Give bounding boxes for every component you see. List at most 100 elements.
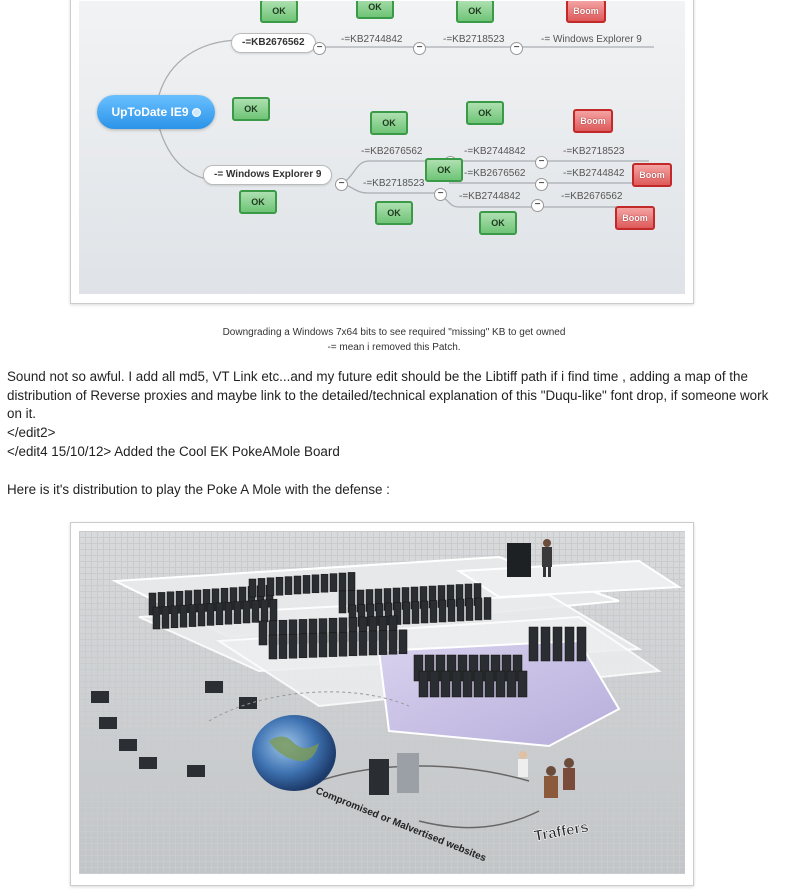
server-rack-icon bbox=[293, 575, 302, 595]
ok-badge: OK bbox=[456, 1, 494, 23]
server-rack-icon bbox=[402, 601, 411, 625]
server-rack-icon bbox=[378, 630, 388, 655]
traffers-people bbox=[518, 751, 575, 798]
server-rack-icon bbox=[483, 597, 492, 620]
ok-badge: OK bbox=[466, 101, 504, 125]
collapse-icon[interactable]: − bbox=[510, 42, 523, 55]
server-rack-icon bbox=[398, 629, 408, 655]
server-rack-icon bbox=[418, 670, 429, 698]
server-rack-icon bbox=[338, 590, 347, 614]
server-rack-icon bbox=[302, 575, 311, 594]
ok-badge: OK bbox=[232, 97, 270, 121]
server-rack-icon bbox=[308, 633, 318, 658]
server-rack-icon bbox=[258, 620, 268, 646]
mindmap-figure: OK OK OK Boom -=KB2676562 − -=KB2744842 … bbox=[70, 0, 694, 304]
node-kb: -=KB2744842 bbox=[459, 191, 521, 202]
server-rack-icon bbox=[257, 578, 266, 597]
node-kb: -=KB2744842 bbox=[563, 168, 625, 179]
server-rack-icon bbox=[435, 654, 446, 682]
computer-icon bbox=[99, 717, 117, 729]
server-rack-icon bbox=[512, 654, 523, 682]
server-rack-icon bbox=[266, 577, 275, 597]
pokeamole-board-figure: Compromised or Malvertised websites Traf… bbox=[70, 522, 694, 886]
collapse-icon[interactable]: − bbox=[535, 178, 548, 191]
server-rack-icon bbox=[338, 572, 347, 592]
node-kb: -=KB2676562 bbox=[561, 191, 623, 202]
node-kb: -=KB2676562 bbox=[361, 146, 423, 157]
server-rack-icon bbox=[202, 589, 211, 612]
node-windows-explorer-9-bottom[interactable]: -= Windows Explorer 9 bbox=[203, 165, 333, 185]
board-illustration: Compromised or Malvertised websites Traf… bbox=[79, 531, 685, 874]
server-rack-icon bbox=[368, 630, 378, 656]
compromised-server-icon bbox=[369, 759, 389, 795]
tower-server-icon bbox=[507, 543, 531, 577]
server-rack-icon bbox=[197, 603, 206, 627]
server-rack-icon bbox=[473, 670, 484, 698]
figure-caption-line1: Downgrading a Windows 7x64 bits to see r… bbox=[222, 327, 566, 338]
server-rack-icon bbox=[457, 654, 468, 682]
computer-icon bbox=[139, 757, 157, 769]
computer-icon bbox=[91, 691, 109, 703]
server-rack-icon bbox=[328, 632, 338, 657]
server-rack-icon bbox=[260, 599, 269, 623]
collapse-icon[interactable]: − bbox=[434, 188, 447, 201]
boom-badge: Boom bbox=[632, 163, 672, 187]
server-rack-icon bbox=[269, 598, 278, 622]
server-rack-icon bbox=[166, 591, 175, 615]
server-rack-icon bbox=[429, 670, 440, 698]
collapse-icon[interactable]: − bbox=[535, 156, 548, 169]
figure-caption-line2: -= mean i removed this Patch. bbox=[327, 342, 461, 353]
server-rack-icon bbox=[170, 605, 179, 629]
server-rack-icon bbox=[184, 590, 193, 613]
mindmap-canvas: OK OK OK Boom -=KB2676562 − -=KB2744842 … bbox=[79, 1, 685, 294]
computer-icon bbox=[239, 697, 257, 709]
server-rack-icon bbox=[311, 574, 320, 594]
node-kb: -=KB2718523 bbox=[563, 146, 625, 157]
server-rack-icon bbox=[215, 602, 224, 626]
server-rack-icon bbox=[424, 654, 435, 682]
server-rack-icon bbox=[474, 597, 483, 621]
server-rack-icon bbox=[490, 654, 501, 682]
body-paragraph-2: Here is it's distribution to play the Po… bbox=[7, 482, 390, 497]
server-rack-icon bbox=[358, 631, 368, 656]
boom-badge: Boom bbox=[615, 206, 655, 230]
server-racks bbox=[148, 572, 587, 698]
collapse-icon[interactable]: − bbox=[413, 42, 426, 55]
server-rack-icon bbox=[440, 670, 451, 698]
server-rack-icon bbox=[161, 606, 170, 629]
server-rack-icon bbox=[157, 592, 166, 615]
server-rack-icon bbox=[248, 578, 257, 598]
server-rack-icon bbox=[175, 590, 184, 614]
server-rack-icon bbox=[446, 654, 457, 682]
server-rack-icon bbox=[429, 600, 438, 623]
compromised-server-icon bbox=[397, 753, 419, 793]
server-rack-icon bbox=[229, 587, 238, 610]
server-rack-icon bbox=[411, 601, 420, 624]
root-node[interactable]: UpToDate IE9 bbox=[97, 95, 215, 129]
server-rack-icon bbox=[465, 598, 474, 621]
expand-dot-icon bbox=[191, 108, 201, 117]
server-rack-icon bbox=[420, 600, 429, 624]
server-rack-icon bbox=[517, 670, 528, 698]
server-rack-icon bbox=[413, 654, 424, 682]
ok-badge: OK bbox=[260, 1, 298, 23]
compromised-label: Compromised or Malvertised websites bbox=[314, 786, 488, 865]
collapse-icon[interactable]: − bbox=[531, 199, 544, 212]
server-rack-icon bbox=[348, 631, 358, 657]
ok-badge: OK bbox=[425, 158, 463, 182]
boom-badge: Boom bbox=[573, 109, 613, 133]
node-kb2676562-top[interactable]: -=KB2676562 bbox=[231, 33, 316, 53]
collapse-icon[interactable]: − bbox=[313, 42, 326, 55]
server-rack-icon bbox=[564, 626, 575, 662]
server-rack-icon bbox=[298, 633, 308, 659]
server-rack-icon bbox=[152, 606, 161, 630]
server-rack-icon bbox=[242, 600, 251, 624]
traffers-label: Traffers bbox=[533, 819, 590, 845]
server-rack-icon bbox=[288, 633, 298, 659]
collapse-icon[interactable]: − bbox=[335, 178, 348, 191]
server-rack-icon bbox=[284, 576, 293, 595]
ok-badge: OK bbox=[479, 211, 517, 235]
server-rack-icon bbox=[211, 588, 220, 612]
server-rack-icon bbox=[329, 573, 338, 592]
person-icon bbox=[542, 539, 552, 577]
